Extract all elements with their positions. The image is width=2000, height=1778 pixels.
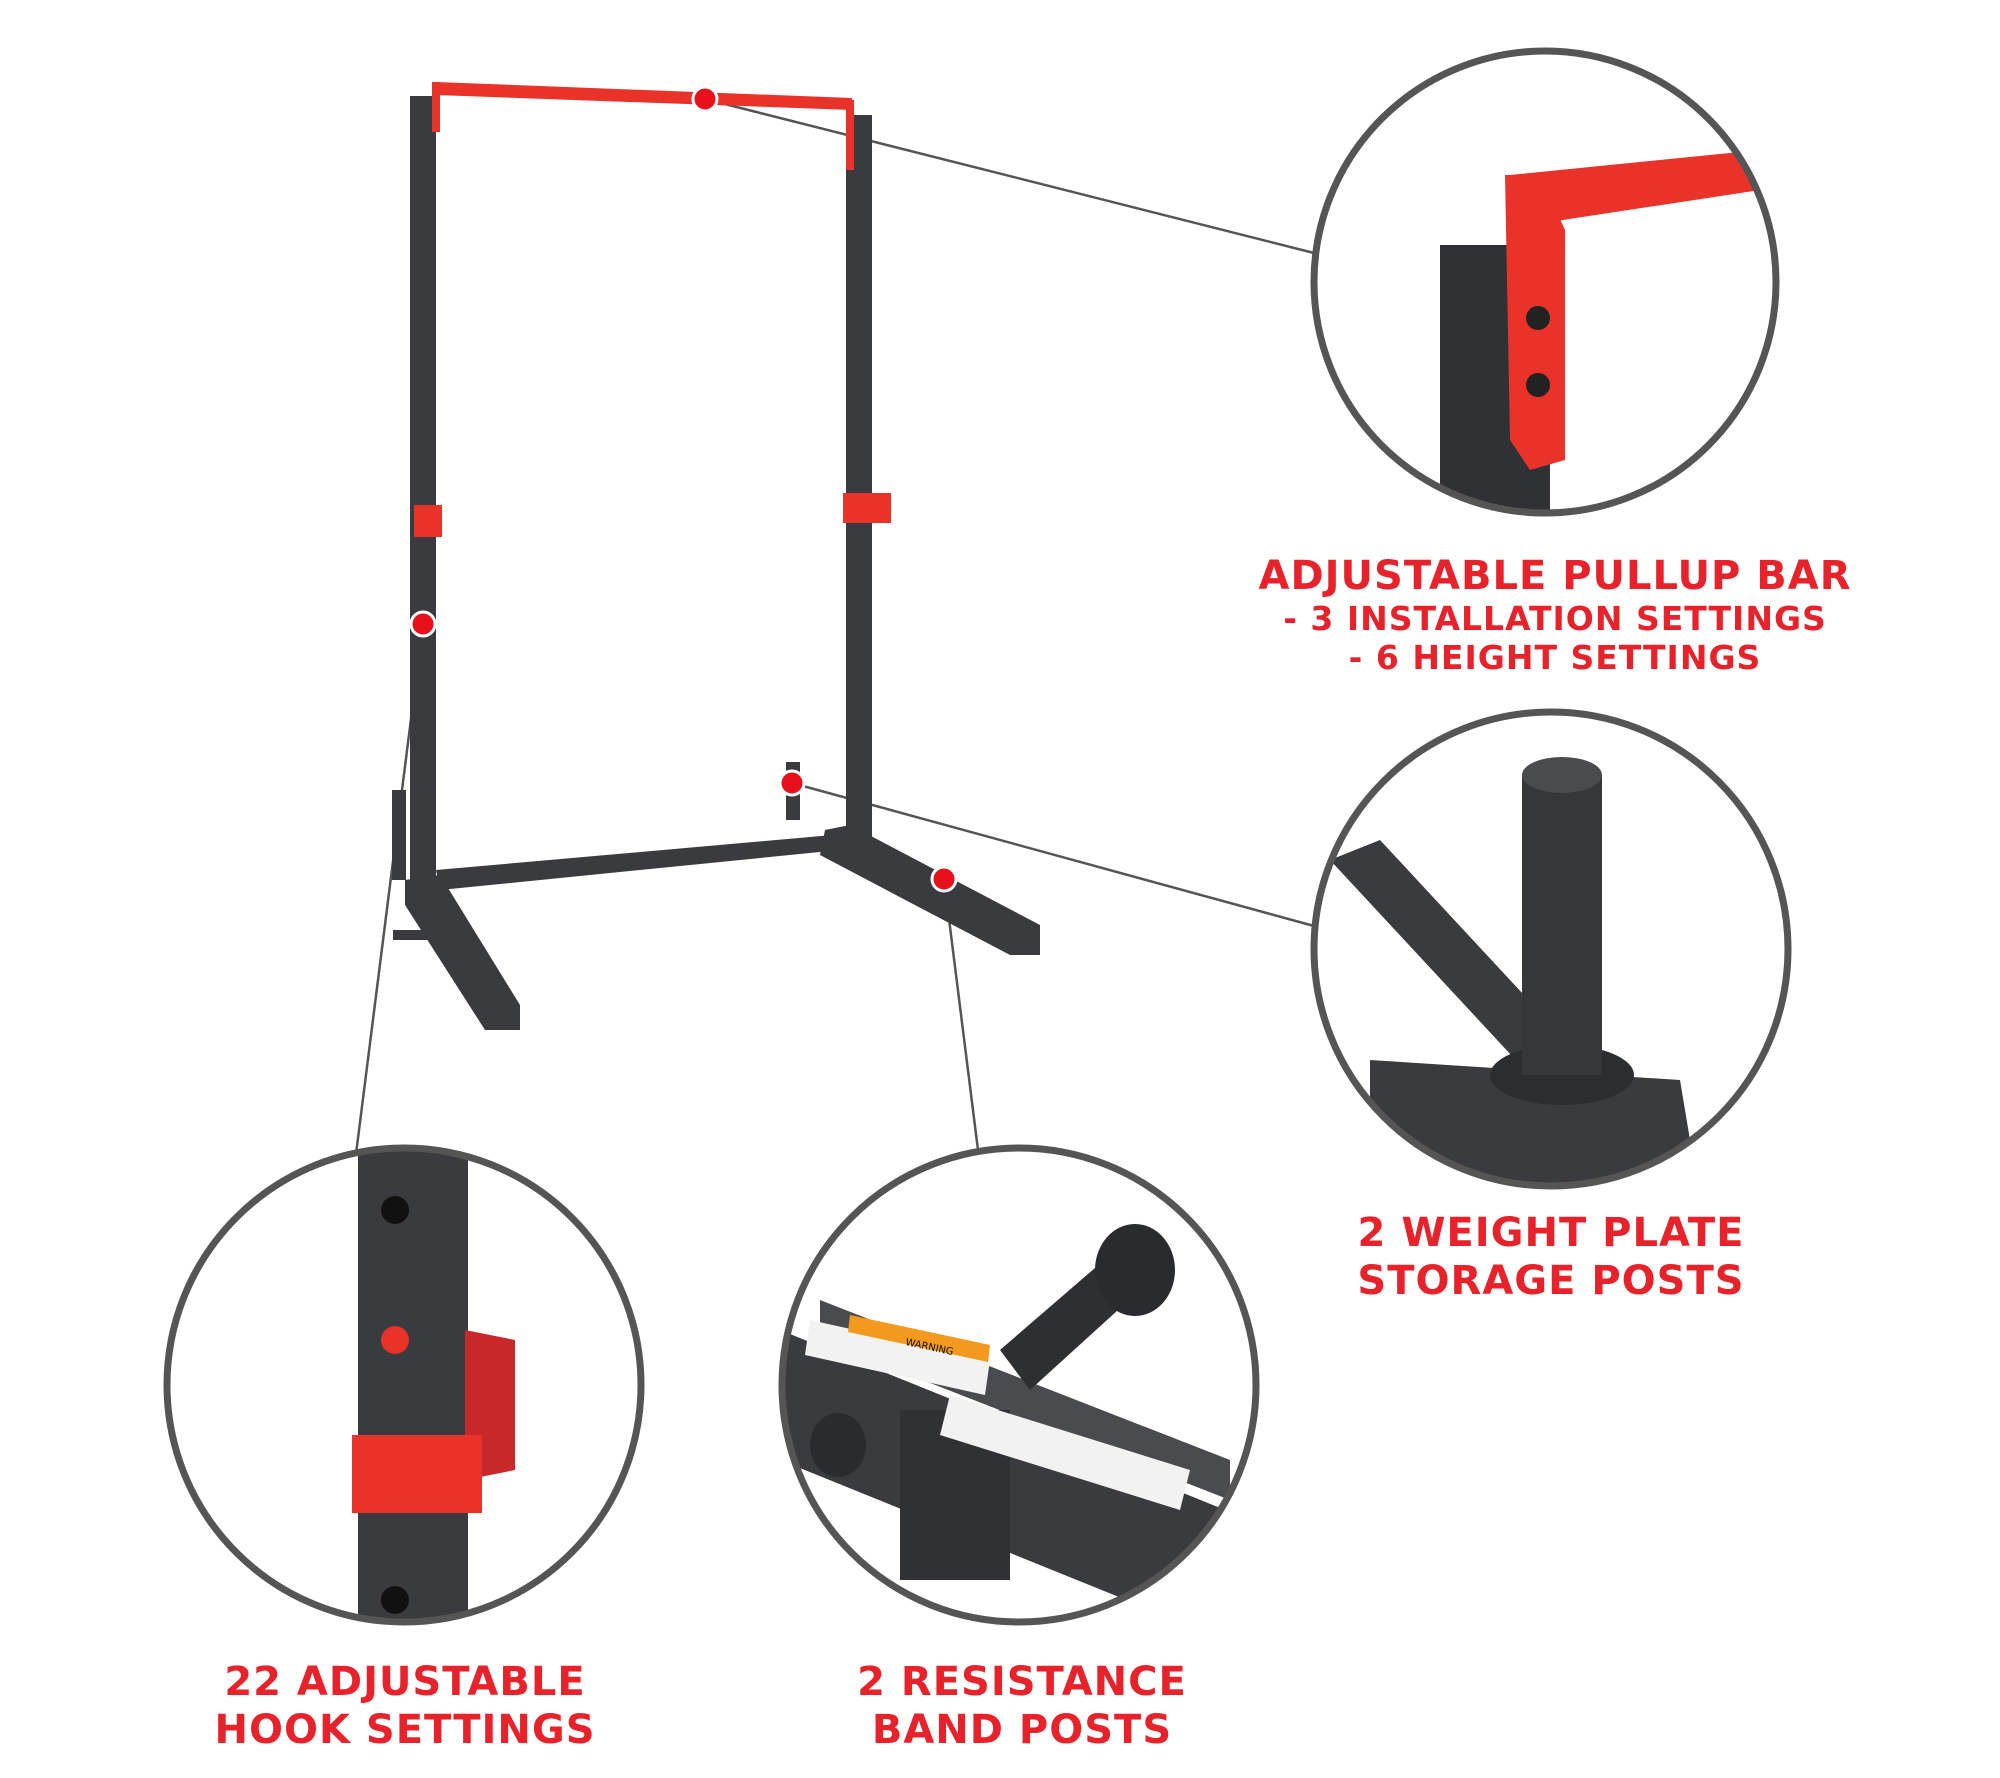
band-line-1: 2 RESISTANCE xyxy=(857,1659,1187,1705)
hotspot-plate xyxy=(778,769,806,797)
right-upright xyxy=(846,115,872,845)
warning-sticker xyxy=(848,1315,990,1362)
callout-band: 2 RESISTANCE BAND POSTS xyxy=(857,1662,1187,1750)
hotspot-pullup xyxy=(691,85,719,113)
callout-hook: 22 ADJUSTABLE HOOK SETTINGS xyxy=(214,1662,595,1750)
detail-hook xyxy=(352,1151,515,1619)
hotspot-hook xyxy=(409,610,437,638)
j-hook-right xyxy=(843,493,891,523)
pullup-line-installation: - 3 INSTALLATION SETTINGS xyxy=(1283,599,1827,638)
detail-circle-pullup xyxy=(1310,47,1780,517)
pullup-bracket-left xyxy=(432,82,440,132)
detail-circle-hook xyxy=(163,1144,645,1626)
left-foot xyxy=(405,875,520,1030)
detail-band-post: WARNING xyxy=(785,1224,1250,1619)
hook-line-2: HOOK SETTINGS xyxy=(214,1707,596,1753)
j-hook-left xyxy=(414,505,442,537)
pullup-title: ADJUSTABLE PULLUP BAR xyxy=(1258,553,1852,599)
hotspot-dots xyxy=(409,85,958,893)
connector-plate xyxy=(791,781,1315,928)
detail-circle-band xyxy=(778,1144,1260,1626)
power-rack xyxy=(392,82,1040,1030)
pullup-bracket-right xyxy=(846,100,854,170)
front-crossbar xyxy=(436,835,840,890)
left-upright xyxy=(410,96,436,896)
right-foot xyxy=(820,825,1040,955)
left-plate-post xyxy=(392,790,406,880)
band-line-2: BAND POSTS xyxy=(871,1707,1173,1753)
callout-pullup-bar: ADJUSTABLE PULLUP BAR - 3 INSTALLATION S… xyxy=(1258,556,1851,674)
connector-band xyxy=(942,878,980,1151)
plate-line-1: 2 WEIGHT PLATE xyxy=(1357,1210,1745,1256)
pullup-line-height: - 6 HEIGHT SETTINGS xyxy=(1348,638,1762,677)
detail-plate-post xyxy=(1330,757,1700,1183)
pullup-bar xyxy=(436,82,852,110)
callout-weight-plate: 2 WEIGHT PLATE STORAGE POSTS xyxy=(1357,1213,1744,1301)
left-band-post xyxy=(393,930,453,940)
connector-pullup xyxy=(704,97,1315,255)
hotspot-band xyxy=(930,865,958,893)
hook-line-1: 22 ADJUSTABLE xyxy=(224,1659,586,1705)
detail-circle-plate xyxy=(1310,708,1792,1190)
plate-line-2: STORAGE POSTS xyxy=(1357,1258,1745,1304)
detail-pullup-bar xyxy=(1440,150,1760,510)
